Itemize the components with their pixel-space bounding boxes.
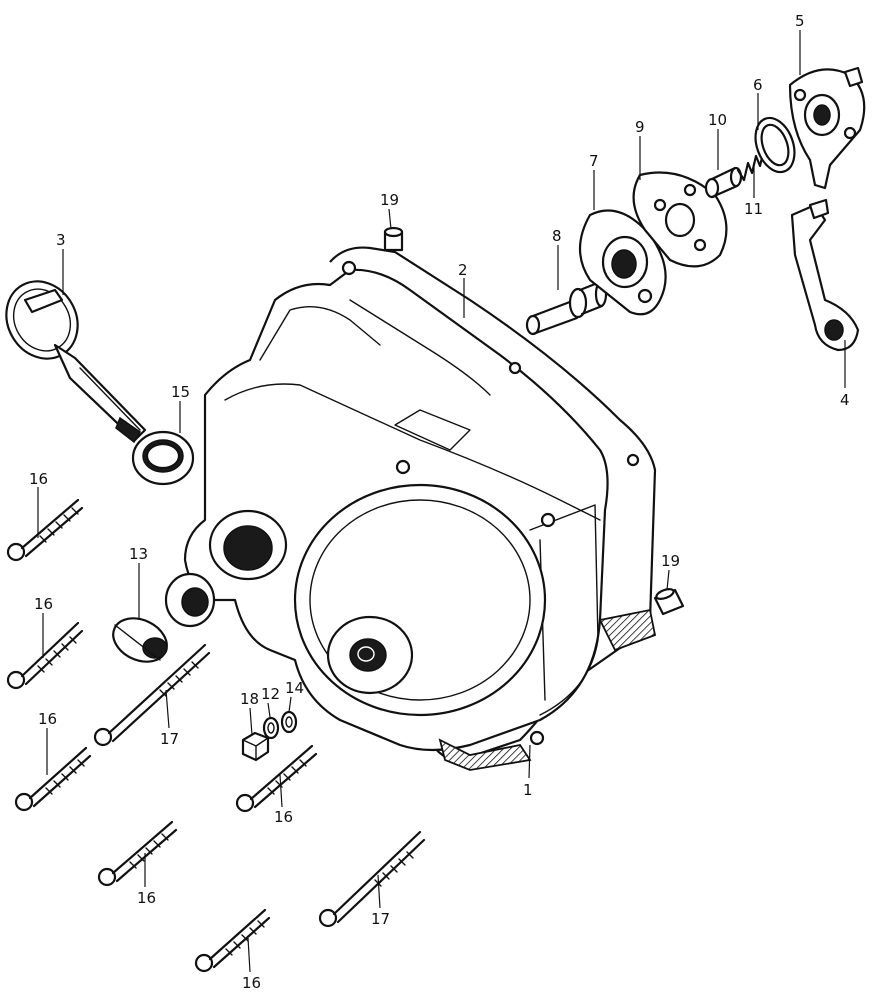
cam-plate-5	[788, 66, 866, 190]
bolt-17-a	[93, 643, 211, 747]
stud-8	[525, 280, 608, 336]
callout-16-c: 16	[38, 710, 57, 728]
callout-14: 14	[285, 679, 304, 697]
washer-13	[112, 617, 168, 663]
callout-3: 3	[56, 231, 66, 249]
callout-7: 7	[589, 152, 599, 170]
callout-8: 8	[552, 227, 562, 245]
callout-15: 15	[171, 383, 190, 401]
bolt-16-f	[194, 908, 271, 973]
dowel-pin-19-a	[383, 226, 404, 252]
washer-14	[280, 710, 298, 734]
callout-17-b: 17	[371, 910, 390, 928]
callout-17-a: 17	[160, 730, 179, 748]
callout-16-f: 16	[242, 974, 261, 992]
bolt-16-c	[14, 746, 92, 812]
lever-4	[790, 198, 860, 352]
oil-filler-cap	[5, 280, 147, 444]
leader-lines	[37, 30, 846, 973]
callout-2: 2	[458, 261, 468, 279]
ring-6	[754, 116, 796, 174]
callout-4: 4	[840, 391, 850, 409]
washer-12	[262, 716, 280, 740]
callout-9: 9	[635, 118, 645, 136]
callout-16-e: 16	[137, 889, 156, 907]
callout-18: 18	[240, 690, 259, 708]
callout-16-a: 16	[29, 470, 48, 488]
bolt-16-d	[235, 744, 318, 813]
pin-10	[704, 166, 743, 199]
o-ring	[131, 430, 195, 486]
callout-19-a: 19	[380, 191, 399, 209]
callout-13: 13	[129, 545, 148, 563]
bolt-16-a	[6, 498, 84, 562]
callout-19-b: 19	[661, 552, 680, 570]
plate-9	[632, 171, 728, 268]
nut-18	[241, 731, 270, 762]
callout-1: 1	[523, 781, 533, 799]
callout-5: 5	[795, 12, 805, 30]
bolt-16-e	[97, 820, 178, 887]
callout-16-b: 16	[34, 595, 53, 613]
callout-10: 10	[708, 111, 727, 129]
callout-16-d: 16	[274, 808, 293, 826]
callout-6: 6	[753, 76, 763, 94]
crankcase-cover	[164, 246, 657, 771]
callout-12: 12	[261, 685, 280, 703]
cover-boss	[293, 483, 547, 717]
plate-7	[579, 209, 667, 316]
callout-11: 11	[744, 200, 763, 218]
bolt-16-b	[6, 621, 84, 690]
dowel-pin-19-b	[653, 588, 685, 616]
